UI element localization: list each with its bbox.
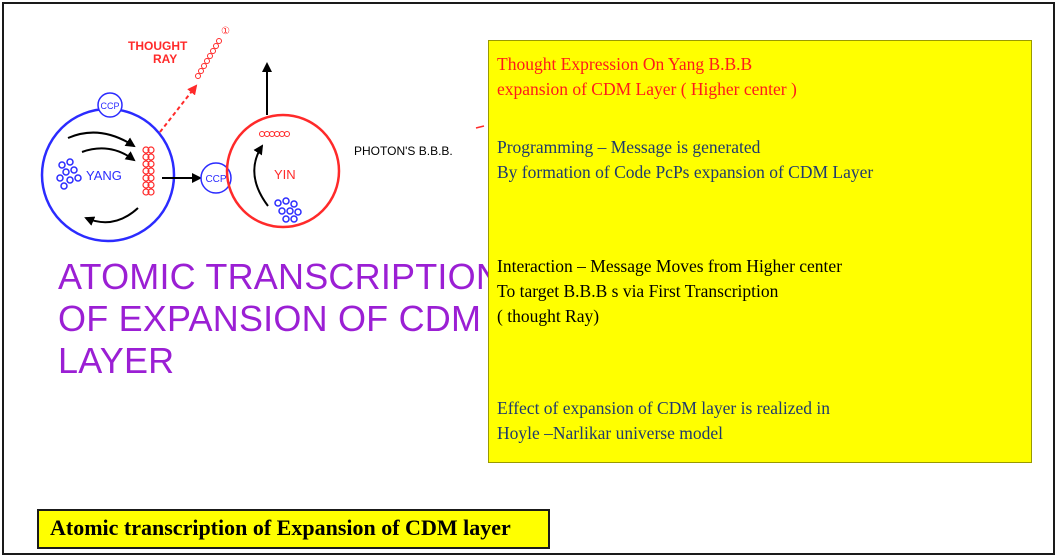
caption-text: Atomic transcription of Expansion of CDM… bbox=[50, 515, 511, 540]
panel-line-4: By formation of Code PcPs expansion of C… bbox=[497, 162, 874, 182]
panel-line-8: Effect of expansion of CDM layer is real… bbox=[497, 398, 831, 418]
photons-dash bbox=[475, 125, 485, 129]
explanation-panel bbox=[488, 40, 1032, 463]
yin-label: YIN bbox=[274, 167, 296, 182]
ray-label: RAY bbox=[153, 52, 177, 66]
panel-line-2: expansion of CDM Layer ( Higher center ) bbox=[497, 79, 797, 99]
photons-label: PHOTON'S B.B.B. bbox=[354, 144, 453, 158]
panel-line-9: Hoyle –Narlikar universe model bbox=[497, 423, 723, 443]
diagram-title: ATOMIC TRANSCRIPTION OF EXPANSION OF CDM… bbox=[58, 256, 503, 382]
ccp-mid-circle bbox=[200, 162, 232, 194]
yin-bubble-cluster bbox=[274, 197, 302, 223]
title-line-3: LAYER bbox=[58, 340, 175, 381]
thought-ray-chain bbox=[195, 38, 222, 79]
title-line-2: OF EXPANSION OF CDM bbox=[58, 298, 482, 339]
thought-ray-arrow bbox=[159, 84, 198, 133]
yang-bubble-cluster bbox=[56, 158, 82, 190]
title-line-1: ATOMIC TRANSCRIPTION bbox=[58, 256, 503, 297]
caption-box bbox=[37, 509, 550, 549]
panel-line-5: Interaction – Message Moves from Higher … bbox=[497, 256, 843, 276]
yang-red-chain bbox=[142, 146, 155, 196]
circled-one-label: ① bbox=[221, 26, 230, 37]
ccp-mid-label: CCP bbox=[205, 174, 226, 185]
yang-top-curve-arrow-2 bbox=[81, 147, 136, 162]
panel-line-3: Programming – Message is generated bbox=[497, 137, 761, 157]
panel-line-6: To target B.B.B s via First Transcriptio… bbox=[497, 281, 779, 301]
yin-curve-arrow bbox=[253, 144, 269, 207]
panel-line-7: ( thought Ray) bbox=[497, 306, 600, 326]
yang-bottom-curve-arrow bbox=[84, 207, 139, 226]
yang-top-curve-arrow bbox=[67, 131, 136, 148]
panel-line-1: Thought Expression On Yang B.B.B bbox=[497, 54, 753, 74]
thought-label: THOUGHT bbox=[128, 39, 188, 53]
ccp-top-circle bbox=[97, 92, 123, 118]
ccp-top-label: CCP bbox=[100, 101, 119, 111]
yang-label: YANG bbox=[86, 168, 122, 183]
yin-red-chain bbox=[259, 131, 290, 137]
yin-circle bbox=[225, 113, 341, 229]
